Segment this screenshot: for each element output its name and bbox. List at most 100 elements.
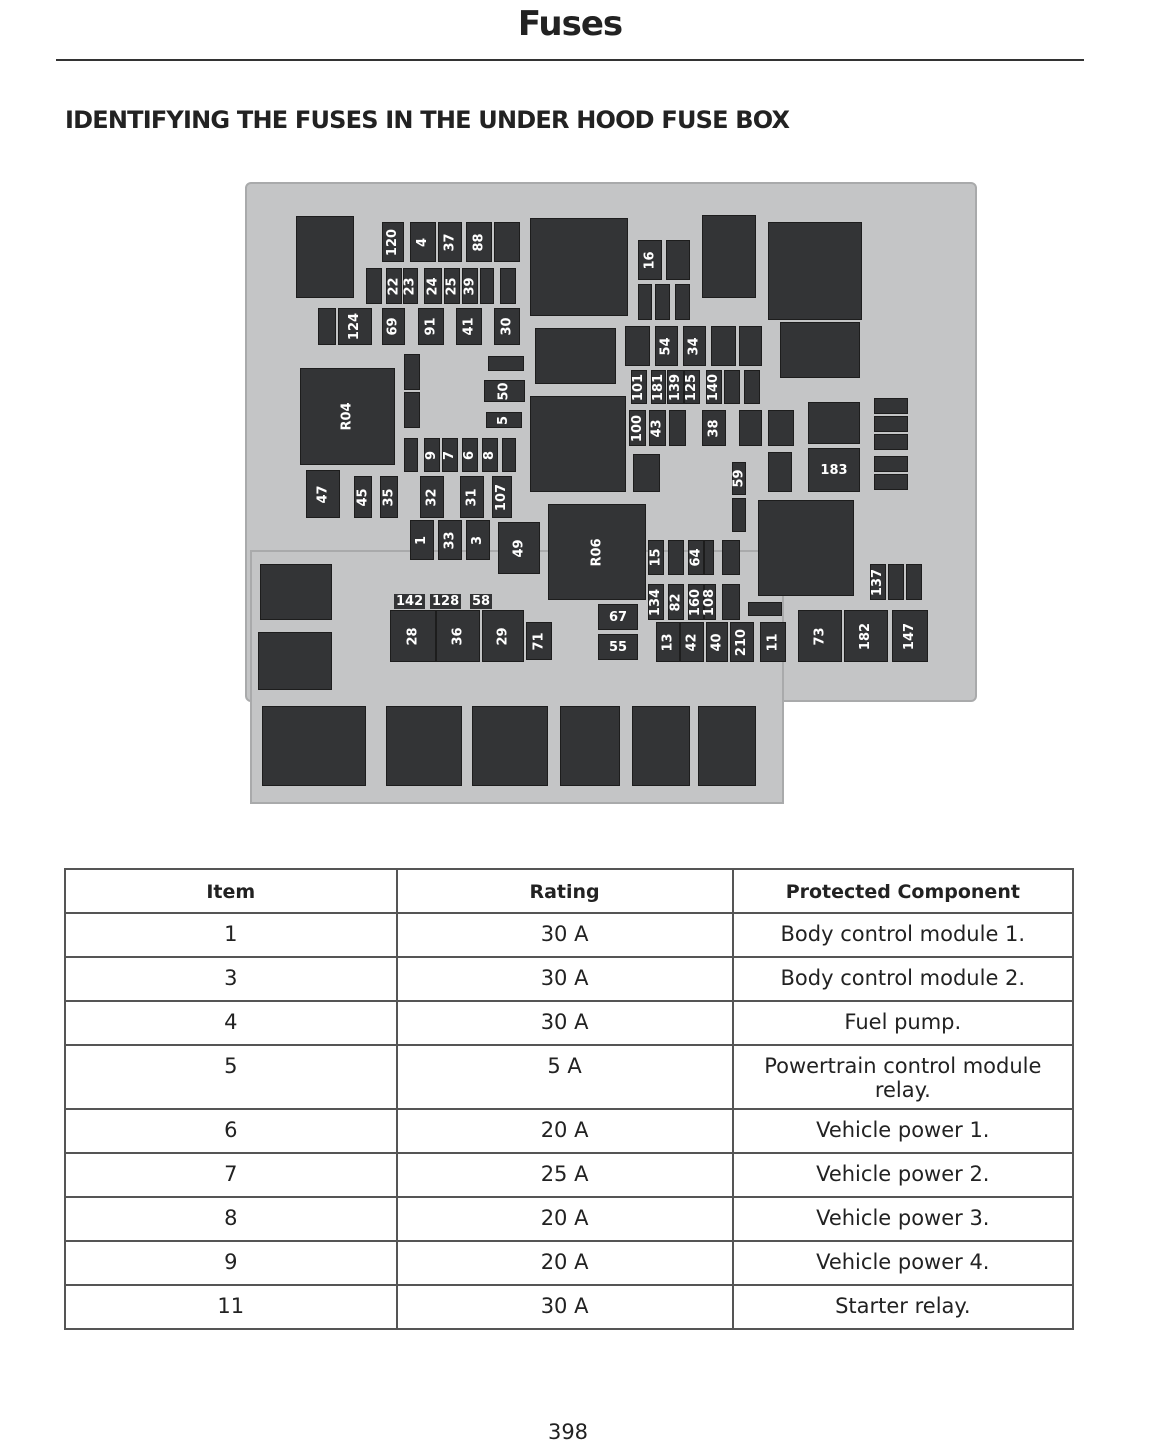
fuse-label: 8 (482, 450, 498, 460)
unlabeled-slot (768, 452, 792, 492)
fuse-label: 55 (608, 639, 628, 655)
unlabeled-slot (768, 410, 794, 446)
fuse-tag-58: 58 (470, 594, 493, 609)
fuse-137: 137 (870, 564, 886, 600)
fuse-label: 1 (414, 535, 430, 545)
fuse-label: 22 (386, 276, 402, 296)
fuse-label: 64 (688, 548, 704, 567)
fuse-107: 107 (492, 476, 512, 518)
unlabeled-slot (669, 410, 686, 446)
fuse-label: 38 (706, 418, 722, 438)
fuse-3: 3 (466, 520, 490, 560)
unlabeled-slot (655, 284, 670, 320)
unlabeled-slot (318, 308, 336, 345)
fuse-23: 23 (403, 268, 418, 304)
unlabeled-slot (258, 632, 332, 690)
fuse-125: 125 (684, 370, 700, 404)
fuse-124: 124 (338, 308, 372, 345)
fuse-label: 101 (631, 373, 647, 401)
rating-cell: 25 A (395, 1152, 734, 1198)
rating-cell: 20 A (395, 1196, 734, 1242)
unlabeled-slot (748, 602, 782, 616)
unlabeled-slot (502, 438, 516, 472)
rating-cell: 5 A (395, 1044, 734, 1110)
fuse-label: 31 (464, 487, 480, 507)
unlabeled-slot (702, 215, 756, 298)
fuse-label: 69 (386, 317, 401, 336)
fuse-50: 50 (484, 380, 525, 402)
fuse-label: 29 (495, 626, 511, 646)
fuse-35: 35 (380, 476, 398, 518)
fuse-label: 41 (461, 317, 477, 336)
component-cell: Vehicle power 2. (731, 1152, 1075, 1198)
page-title: Fuses (517, 4, 623, 44)
fuse-label: 50 (497, 381, 512, 401)
fuse-label: 47 (315, 484, 331, 504)
fuse-49: 49 (498, 522, 540, 574)
component-cell: Vehicle power 4. (731, 1240, 1075, 1286)
fuse-label: 32 (424, 487, 440, 507)
unlabeled-slot (722, 584, 740, 620)
fuse-label: 183 (820, 462, 848, 478)
unlabeled-slot (404, 392, 420, 428)
fuse-label: 82 (668, 592, 684, 612)
unlabeled-slot (724, 370, 740, 404)
item-cell: 5 (64, 1044, 398, 1110)
fuse-label: 13 (660, 632, 676, 652)
fuse-label: 3 (470, 535, 486, 545)
item-cell: 3 (64, 956, 398, 1002)
fuse-label: 37 (442, 232, 458, 252)
fuse-43: 43 (649, 410, 666, 446)
unlabeled-slot (494, 222, 520, 262)
unlabeled-slot (874, 474, 908, 490)
fuse-label: 73 (812, 626, 828, 646)
fuse-tag-128: 128 (430, 594, 462, 609)
column-header: Rating (395, 868, 734, 914)
fuse-label: 33 (442, 530, 458, 550)
unlabeled-slot (480, 268, 494, 304)
fuse-31: 31 (460, 476, 484, 518)
fuse-40: 40 (706, 622, 728, 662)
fuse-label: 49 (511, 538, 527, 558)
item-cell: 11 (64, 1284, 398, 1330)
fuse-64: 64 (688, 540, 704, 575)
unlabeled-slot (704, 540, 714, 575)
fuse-label: 67 (608, 609, 628, 625)
unlabeled-slot (698, 706, 756, 786)
fuse-label: 30 (499, 317, 515, 336)
fuse-183: 183 (808, 448, 860, 492)
unlabeled-slot (560, 706, 620, 786)
fuse-label: 4 (415, 237, 431, 247)
fuse-label: 9 (424, 450, 440, 460)
unlabeled-slot (404, 438, 418, 472)
fuse-28: 28 (390, 610, 436, 662)
item-cell: 9 (64, 1240, 398, 1286)
fuse-label: 39 (462, 276, 478, 296)
fuse-label: 210 (734, 628, 750, 656)
fuse-label: 45 (355, 487, 371, 507)
fuse-41: 41 (456, 308, 482, 345)
unlabeled-slot (758, 500, 854, 596)
fuse-label: 54 (659, 336, 674, 356)
fuse-100: 100 (629, 410, 646, 446)
fuse-69: 69 (382, 308, 405, 345)
unlabeled-slot (262, 706, 366, 786)
component-cell: Vehicle power 1. (731, 1108, 1075, 1154)
unlabeled-slot (906, 564, 922, 600)
fuse-59: 59 (732, 462, 747, 495)
fuse-label: 36 (450, 626, 466, 646)
item-cell: 1 (64, 912, 398, 958)
fuse-8: 8 (482, 438, 498, 472)
unlabeled-slot (535, 328, 616, 384)
fuse-38: 38 (702, 410, 726, 446)
fuse-label: 28 (405, 626, 421, 646)
fuse-label: R06 (589, 537, 605, 567)
fuse-54: 54 (655, 326, 678, 366)
